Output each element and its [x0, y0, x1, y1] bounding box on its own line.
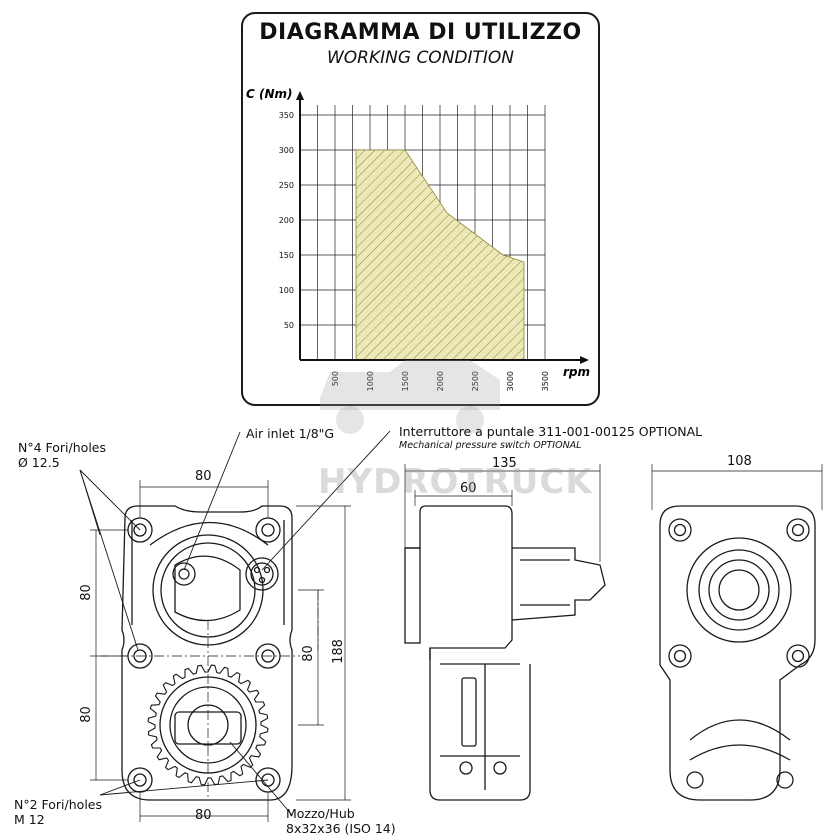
- x-tick-label: 1000: [366, 371, 375, 391]
- dim-front-top-width: 80: [195, 469, 212, 484]
- x-tick-label: 2000: [436, 371, 445, 391]
- pressure-switch: [245, 557, 279, 591]
- air-inlet-fitting: [172, 562, 196, 586]
- y-axis-arrow: [296, 91, 304, 100]
- thread-label: M 12: [14, 812, 45, 827]
- dim-front-lower-height: 80: [78, 706, 94, 723]
- dim-front-total-height: 188: [330, 639, 346, 664]
- pressure-switch-label: Interruttore a puntale 311-001-00125 OPT…: [399, 424, 703, 439]
- pressure-switch-sublabel: Mechanical pressure switch OPTIONAL: [399, 440, 582, 451]
- dim-front-upper-height: 80: [78, 584, 94, 601]
- x-tick-label: 3000: [506, 371, 515, 391]
- x-tick-label: 2500: [471, 371, 480, 391]
- dim-side-partial-width: 60: [460, 481, 477, 496]
- y-tick-label: 350: [279, 111, 294, 120]
- front-view: [79, 430, 391, 822]
- x-tick-label: 3500: [541, 371, 550, 391]
- holes-label-2: N°2 Fori/holes: [14, 797, 102, 812]
- y-tick-label: 200: [279, 216, 294, 225]
- y-tick-label: 50: [284, 321, 294, 330]
- chart-subtitle: WORKING CONDITION: [326, 48, 515, 68]
- y-tick-label: 150: [279, 251, 294, 260]
- hub-label: Mozzo/Hub: [286, 806, 355, 821]
- x-axis-label: rpm: [563, 365, 590, 379]
- x-tick-label: 500: [331, 371, 340, 386]
- y-tick-label: 300: [279, 146, 294, 155]
- x-axis-arrow: [580, 356, 589, 364]
- watermark-logo: [320, 360, 500, 434]
- dim-front-bottom-width: 80: [195, 808, 212, 823]
- dim-front-inner-height: 80: [300, 645, 316, 662]
- chart-title: DIAGRAMMA DI UTILIZZO: [259, 20, 582, 45]
- watermark-text: HYDROTRUCK: [318, 462, 593, 502]
- y-tick-label: 100: [279, 286, 294, 295]
- x-tick-label: 1500: [401, 371, 410, 391]
- y-tick-label: 250: [279, 181, 294, 190]
- rear-view: [651, 464, 823, 801]
- chart-plot: 50 100 150 200 250 300 350 500 1000 1500 2000 2500 3…: [246, 87, 590, 391]
- dim-rear-width: 108: [727, 454, 752, 469]
- hub-spec-label: 8x32x36 (ISO 14): [286, 821, 396, 836]
- holes-label-4: N°4 Fori/holes: [18, 440, 106, 455]
- side-view: [404, 464, 606, 801]
- air-inlet-label: Air inlet 1/8"G: [246, 426, 335, 441]
- working-area: [355, 149, 525, 361]
- gear-outline: [147, 664, 269, 786]
- dim-side-total-width: 135: [492, 456, 517, 471]
- y-axis-label: C (Nm): [246, 87, 293, 101]
- holes-diameter-label: Ø 12.5: [18, 455, 60, 470]
